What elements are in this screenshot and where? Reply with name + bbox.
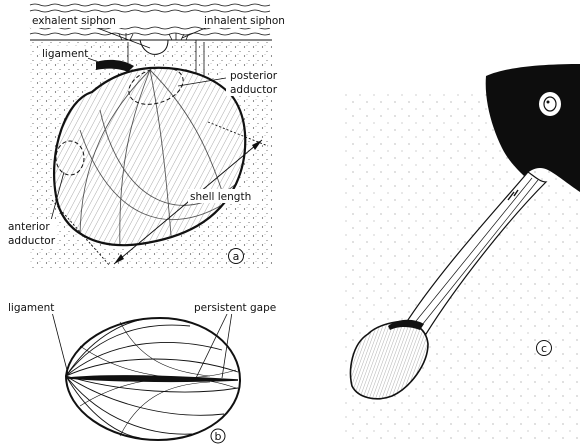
inhalent-siphon-label: inhalent siphon (204, 15, 285, 27)
panel-c-letter: c (541, 342, 547, 355)
panel-a: exhalent siphon inhalent siphon ligament… (6, 4, 288, 268)
panel-b-letter: b (215, 430, 222, 443)
eye-icon (539, 92, 561, 116)
persistent-gape-label: persistent gape (194, 302, 276, 314)
panel-b: ligament persistent gape b (6, 300, 290, 443)
ligament-label-a: ligament (42, 48, 88, 60)
exhalent-siphon-label: exhalent siphon (32, 15, 116, 27)
panel-a-letter: a (233, 250, 240, 263)
anterior-adductor-label-line1: anterior (8, 221, 50, 233)
panel-c: c (340, 64, 580, 444)
anterior-adductor-label-line2: adductor (8, 235, 56, 247)
shell-length-label: shell length (190, 191, 251, 203)
ligament-label-b: ligament (8, 302, 54, 314)
posterior-adductor-label-line2: adductor (230, 84, 278, 96)
posterior-adductor-label-line1: posterior (230, 70, 278, 82)
